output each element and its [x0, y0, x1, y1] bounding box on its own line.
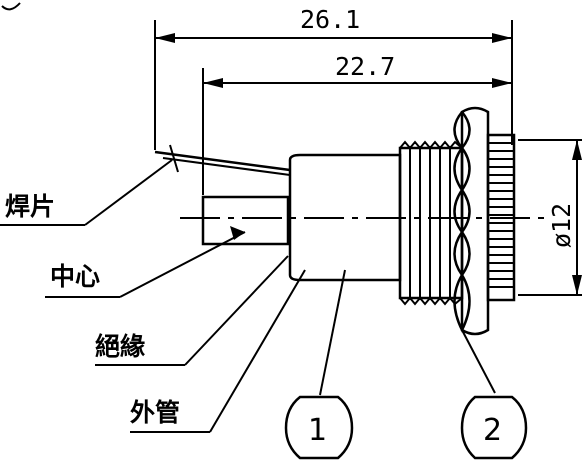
dimension-diameter: ø12 — [518, 139, 582, 296]
dimension-text-body: 22.7 — [335, 52, 395, 81]
label-solder-tab: 焊片 — [5, 192, 55, 221]
arrow-left — [203, 78, 223, 88]
leader-solder-tab — [84, 159, 173, 226]
arrow-right — [492, 78, 512, 88]
arrow-left — [155, 33, 175, 43]
part-number-2: 2 — [483, 413, 502, 448]
dimension-body-length: 22.7 — [202, 52, 512, 195]
arrow-bottom — [572, 275, 582, 295]
leader-lines — [0, 159, 496, 433]
label-insulation: 絕緣 — [95, 332, 145, 361]
center-pin — [201, 195, 290, 246]
leader-insulation — [184, 255, 289, 366]
part-number-1: 1 — [308, 413, 327, 448]
connector-body — [154, 106, 545, 336]
solder-tab-pin — [154, 150, 291, 172]
leader-outer-tube — [209, 269, 306, 433]
dimension-overall-length: 26.1 — [154, 5, 513, 150]
arrow-top — [572, 140, 582, 160]
balloon-outline — [284, 395, 354, 460]
part-balloon-2: 2 — [460, 395, 528, 460]
label-center: 中心 — [50, 262, 100, 291]
knurl-lines — [488, 142, 514, 288]
corner-stroke — [1, 2, 21, 11]
arrow-right — [492, 33, 512, 43]
leader-center — [119, 231, 246, 298]
dimension-text-overall: 26.1 — [300, 5, 360, 34]
part-balloon-1: 1 — [284, 395, 354, 460]
leader-part-2 — [461, 329, 496, 394]
solder-tab-pin-edge — [162, 157, 291, 176]
leader-part-1 — [319, 269, 346, 396]
dimension-text-diameter: ø12 — [547, 203, 576, 248]
thread-ridges — [399, 140, 463, 306]
label-outer-tube: 外管 — [130, 398, 180, 427]
solder-tab-tick — [169, 144, 179, 173]
balloon-outline — [460, 395, 528, 460]
leader-center-arrow — [230, 226, 245, 240]
hex-nut — [453, 106, 490, 336]
